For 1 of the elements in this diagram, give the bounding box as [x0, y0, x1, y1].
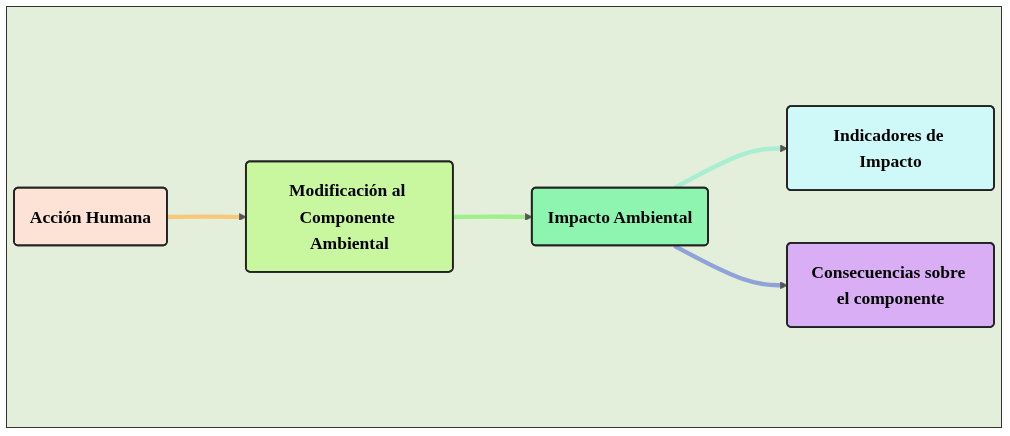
arrow: [673, 244, 788, 290]
